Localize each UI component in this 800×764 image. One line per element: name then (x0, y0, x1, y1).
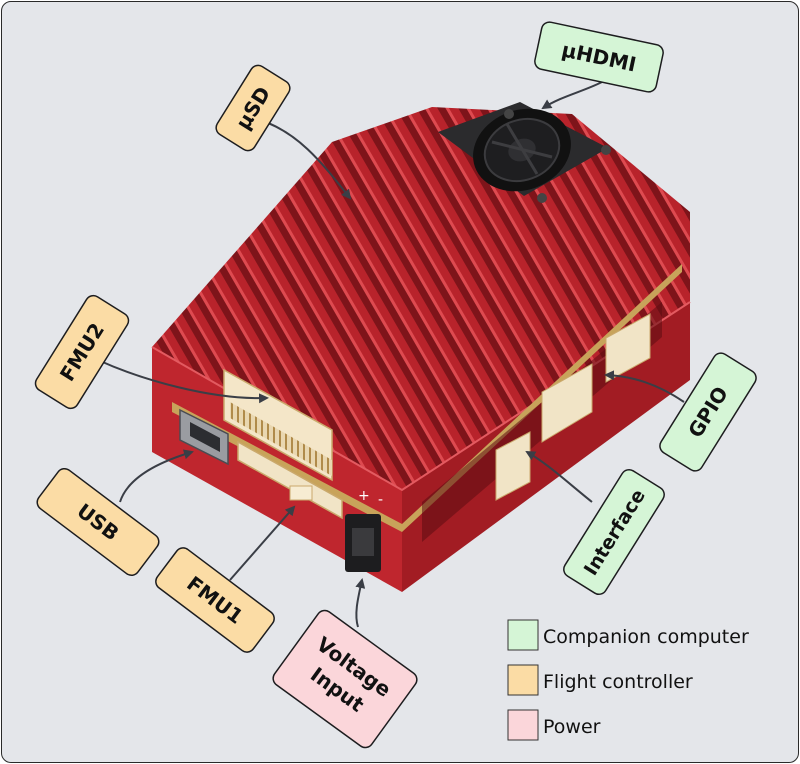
arrow-usd (259, 119, 352, 200)
callout-fmu2: FMU2 (34, 294, 130, 410)
callout-uhdmi: µHDMI (534, 21, 664, 93)
callout-usd: µSD (215, 64, 291, 152)
minus-marking: - (378, 492, 383, 508)
callout-usb: USB (36, 467, 160, 577)
side-connectors (495, 313, 651, 501)
callout-fmu1: FMU1 (155, 547, 275, 653)
legend-item-companion: Companion computer (507, 619, 749, 651)
arrow-interface (525, 451, 593, 503)
leader-arrows (97, 81, 685, 628)
callout-interface: Interface (563, 468, 665, 596)
legend-swatch-companion (507, 619, 539, 651)
callout-voltage-input: Voltage Input (272, 609, 418, 749)
arrow-usb (119, 449, 194, 503)
arrow-fmu1 (229, 505, 296, 581)
arrow-gpio (604, 370, 685, 403)
callout-gpio: GPIO (659, 352, 757, 472)
fmu1-connector (237, 440, 343, 520)
pcb-edge-front (172, 402, 402, 532)
arrow-uhdmi (541, 81, 603, 110)
legend-swatch-power (507, 709, 539, 741)
legend-label-companion: Companion computer (543, 626, 749, 648)
legend-item-power: Power (507, 709, 601, 741)
heatsink-fins (152, 107, 690, 490)
legend-label-flight: Flight controller (543, 671, 693, 693)
plus-marking: + (358, 488, 370, 504)
arrow-fmu2 (97, 359, 269, 404)
legend-label-power: Power (543, 716, 601, 738)
arrow-voltage (355, 578, 366, 628)
cooling-fan (438, 102, 611, 203)
legend-item-flight: Flight controller (507, 664, 693, 696)
legend: Companion computer Flight controller Pow… (507, 619, 749, 741)
legend-swatch-flight (507, 664, 539, 696)
